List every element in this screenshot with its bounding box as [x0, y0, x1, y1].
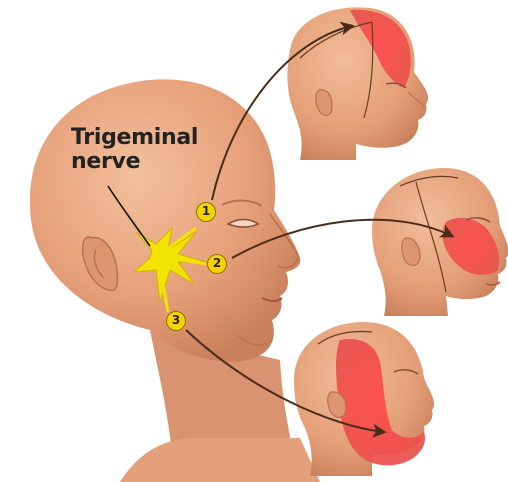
small-head-cheek — [372, 168, 508, 316]
label-nerve: nerve — [71, 150, 140, 174]
label-trigeminal: Trigeminal — [71, 126, 198, 150]
branch-badge-3: 3 — [166, 311, 186, 331]
small-head-jaw — [294, 322, 434, 476]
branch-badge-1: 1 — [196, 202, 216, 222]
small-head-forehead — [287, 7, 428, 160]
branch-badge-2: 2 — [207, 254, 227, 274]
